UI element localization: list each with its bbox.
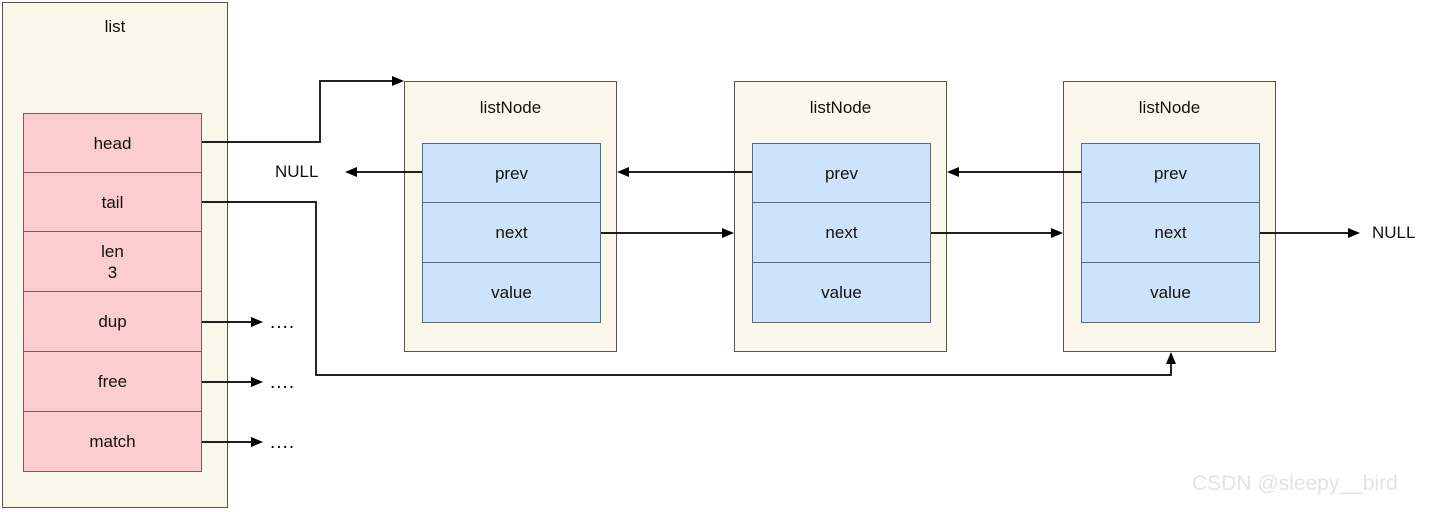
list-node-1-title: listNode — [479, 98, 542, 117]
node-2-field-next[interactable]: next — [752, 202, 931, 263]
node-1-field-next-label: next — [495, 223, 528, 242]
list-field-match-label: match — [89, 432, 136, 451]
list-field-len[interactable]: len 3 — [23, 231, 202, 292]
node-1-field-prev-label: prev — [494, 163, 529, 183]
node-3-field-value-label: value — [1150, 283, 1191, 302]
list-field-len-label: len — [101, 241, 124, 261]
match-callout-label: .... — [270, 432, 296, 453]
node-1-field-prev[interactable]: prev — [422, 143, 601, 203]
list-field-tail[interactable]: tail — [23, 172, 202, 232]
node-3-field-next-label: next — [1154, 223, 1187, 242]
list-field-match[interactable]: match — [23, 411, 202, 472]
watermark: CSDN @sleepy__bird — [1192, 472, 1398, 495]
null-label-left: NULL — [275, 162, 319, 181]
node-3-field-next[interactable]: next — [1081, 202, 1260, 263]
list-node-3-title: listNode — [1138, 98, 1201, 117]
node-3-field-prev-label: prev — [1153, 163, 1188, 183]
list-field-dup-label: dup — [98, 312, 127, 331]
free-callout-label: .... — [270, 372, 296, 393]
node-2-field-next-label: next — [825, 223, 858, 242]
list-field-len-value: 3 — [107, 262, 118, 282]
null-label-right: NULL — [1372, 223, 1416, 242]
node-2-field-prev-label: prev — [824, 163, 859, 183]
node-1-field-next[interactable]: next — [422, 202, 601, 263]
arrow-node2-prev-to-node1 — [617, 167, 752, 177]
list-field-free-label: free — [97, 372, 128, 391]
arrow-node1-next-to-node2 — [601, 228, 734, 238]
arrow-node2-next-to-node3 — [931, 228, 1063, 238]
node-3-field-value[interactable]: value — [1081, 262, 1260, 323]
node-2-field-value[interactable]: value — [752, 262, 931, 323]
list-field-free[interactable]: free — [23, 351, 202, 412]
arrow-tail-to-node3 — [202, 201, 1176, 376]
node-1-field-value-label: value — [491, 283, 532, 302]
list-field-head[interactable]: head — [23, 113, 202, 173]
list-field-dup[interactable]: dup — [23, 291, 202, 352]
node-2-field-prev[interactable]: prev — [752, 143, 931, 203]
node-2-field-value-label: value — [821, 283, 862, 302]
node-1-field-value[interactable]: value — [422, 262, 601, 323]
list-node-2-title: listNode — [809, 98, 872, 117]
list-field-tail-label: tail — [101, 192, 124, 212]
dup-callout-label: .... — [270, 312, 296, 333]
list-field-head-label: head — [93, 133, 132, 153]
node-3-field-prev[interactable]: prev — [1081, 143, 1260, 203]
arrow-head-to-node1 — [202, 76, 404, 143]
arrow-node3-prev-to-node2 — [947, 167, 1081, 177]
list-struct-title: list — [104, 17, 126, 36]
